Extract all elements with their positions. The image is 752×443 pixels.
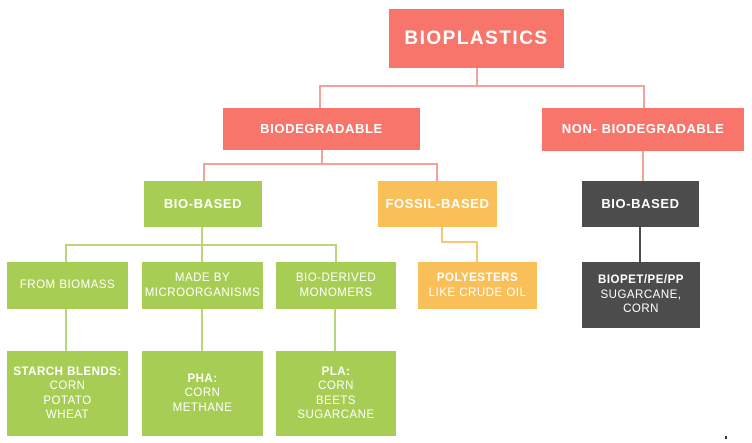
starch-item-2: POTATO bbox=[43, 394, 92, 407]
from-biomass-label: FROM BIOMASS bbox=[19, 279, 116, 292]
biopet-item-1: SUGARCANE, bbox=[600, 288, 682, 301]
non-biodegradable-label: NON- BIODEGRADABLE bbox=[561, 121, 725, 137]
microorganisms-node: MADE BY MICROORGANISMS bbox=[142, 262, 263, 309]
monomers-line-2: MONOMERS bbox=[299, 286, 373, 299]
biopet-head: BIOPET/PE/PP bbox=[598, 274, 684, 287]
pla-item-2: BEETS bbox=[315, 394, 357, 407]
from-biomass-node: FROM BIOMASS bbox=[7, 262, 128, 309]
polyesters-node: POLYESTERS LIKE CRUDE OIL bbox=[418, 262, 537, 309]
non-bio-based-node: BIO-BASED bbox=[582, 181, 699, 227]
biodegradable-node: BIODEGRADABLE bbox=[223, 108, 420, 150]
pla-head: PLA: bbox=[321, 365, 351, 378]
biopet-item-2: CORN bbox=[623, 303, 659, 316]
bio-based-label: BIO-BASED bbox=[163, 195, 243, 211]
pha-item-1: CORN bbox=[184, 387, 221, 400]
bio-derived-monomers-node: BIO-DERIVED MONOMERS bbox=[276, 262, 396, 309]
root-node: BIOPLASTICS bbox=[389, 9, 564, 68]
connector-fossil-to-polyesters bbox=[441, 227, 478, 262]
corner-mark bbox=[725, 436, 727, 439]
root-label: BIOPLASTICS bbox=[404, 27, 549, 49]
non-biodegradable-node: NON- BIODEGRADABLE bbox=[542, 108, 744, 151]
pla-item-1: CORN bbox=[318, 380, 354, 393]
polyesters-item: LIKE CRUDE OIL bbox=[428, 286, 527, 299]
connector-categories-bar bbox=[319, 85, 645, 108]
non-bio-based-label: BIO-BASED bbox=[601, 195, 680, 211]
starch-blends-head: STARCH BLENDS: bbox=[13, 365, 122, 378]
pla-node: PLA: CORN BEETS SUGARCANE bbox=[276, 351, 396, 436]
pla-item-3: SUGARCANE bbox=[297, 408, 375, 421]
microorganisms-line-2: MICROORGANISMS bbox=[144, 286, 261, 299]
biopet-node: BIOPET/PE/PP SUGARCANE, CORN bbox=[582, 262, 700, 328]
fossil-based-label: FOSSIL-BASED bbox=[385, 195, 490, 211]
bio-based-node: BIO-BASED bbox=[144, 181, 262, 227]
pha-head: PHA: bbox=[187, 372, 218, 385]
pha-node: PHA: CORN METHANE bbox=[142, 351, 263, 436]
monomers-line-1: BIO-DERIVED bbox=[295, 272, 377, 285]
starch-blends-node: STARCH BLENDS: CORN POTATO WHEAT bbox=[7, 351, 128, 436]
starch-item-1: CORN bbox=[49, 380, 86, 393]
microorganisms-line-1: MADE BY bbox=[174, 272, 231, 285]
starch-item-3: WHEAT bbox=[45, 408, 90, 421]
biodegradable-label: BIODEGRADABLE bbox=[260, 120, 383, 136]
connector-bases-bar bbox=[203, 163, 438, 181]
fossil-based-node: FOSSIL-BASED bbox=[378, 181, 497, 227]
pha-item-2: METHANE bbox=[172, 401, 233, 414]
polyesters-head: POLYESTERS bbox=[436, 272, 519, 285]
